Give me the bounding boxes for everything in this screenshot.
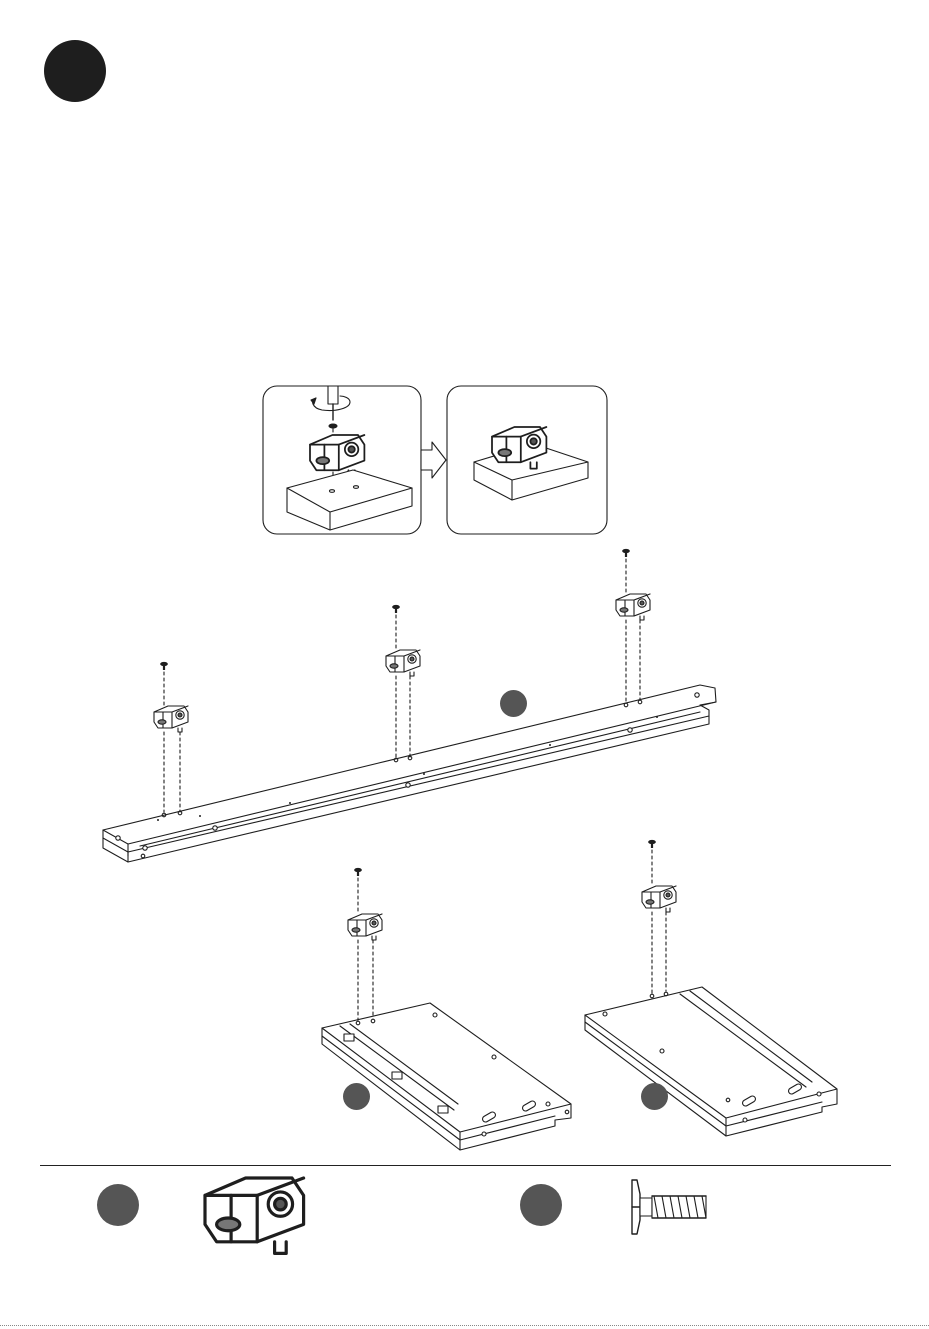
long-rail-part — [103, 685, 716, 862]
rail-bracket-2 — [386, 605, 420, 761]
machine-screw-icon — [632, 1180, 706, 1234]
arrow-right-icon — [421, 442, 446, 478]
inset-before-box — [263, 386, 421, 534]
panel-right-part — [585, 840, 837, 1136]
part-label-panel-right — [641, 1083, 668, 1110]
part-label-long-rail — [500, 690, 527, 717]
legend-divider — [40, 1165, 891, 1166]
legend-label-machine-screw — [520, 1184, 562, 1226]
page-edge — [0, 1325, 929, 1326]
legend-label-cam-bracket — [97, 1184, 139, 1226]
inset-after-box — [447, 386, 607, 534]
cam-bracket-icon — [205, 1178, 304, 1253]
rail-bracket-3 — [616, 549, 650, 706]
part-label-panel-left — [343, 1083, 370, 1110]
rail-bracket-1 — [154, 662, 188, 816]
